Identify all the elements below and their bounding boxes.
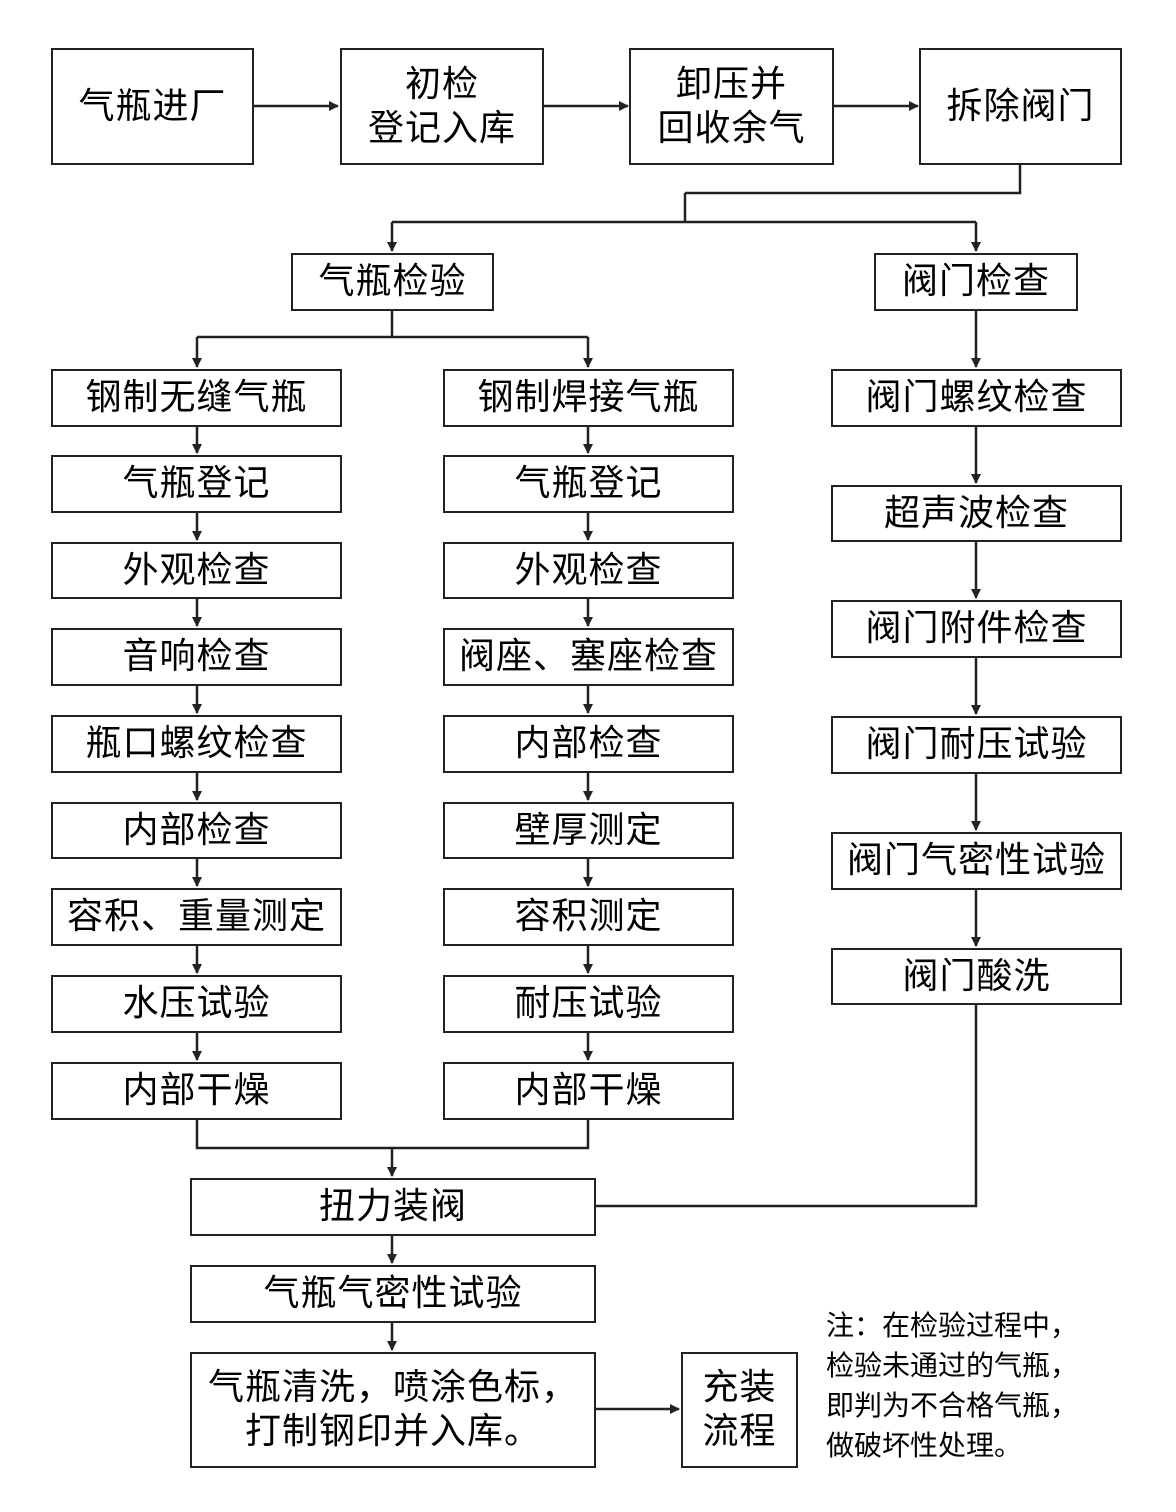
seamless-step: 钢制无缝气瓶: [51, 369, 342, 427]
seamless-step: 外观检查: [51, 542, 342, 599]
welded-step: 阀座、塞座检查: [443, 628, 734, 686]
box-cylinder-enter: 气瓶进厂: [51, 48, 254, 165]
valve-step: 超声波检查: [831, 485, 1122, 542]
box-torque-valve: 扭力装阀: [190, 1178, 596, 1236]
seamless-step: 瓶口螺纹检查: [51, 715, 342, 773]
label: 音响检查: [122, 636, 271, 677]
label-line-1: 充装: [702, 1367, 777, 1408]
box-airtight-test: 气瓶气密性试验: [190, 1265, 596, 1323]
label: 容积、重量测定: [66, 896, 326, 937]
valve-step: 阀门酸洗: [831, 948, 1122, 1005]
label: 阀门螺纹检查: [865, 377, 1088, 418]
welded-step: 内部检查: [443, 715, 734, 773]
welded-step: 钢制焊接气瓶: [443, 369, 734, 427]
note-line: 即判为不合格气瓶，: [826, 1389, 1079, 1422]
label: 容积测定: [514, 896, 663, 937]
connector-merge-columns: [195, 1119, 590, 1150]
label-line-2: 打制钢印并入库。: [244, 1411, 541, 1452]
valve-step: 阀门螺纹检查: [831, 369, 1122, 427]
label-line-1: 卸压并: [675, 63, 787, 105]
label-line-1: 气瓶清洗，喷涂色标，: [207, 1367, 578, 1408]
box-cylinder-inspection: 气瓶检验: [291, 253, 494, 311]
label: 钢制无缝气瓶: [85, 377, 308, 418]
label: 扭力装阀: [318, 1186, 467, 1227]
label: 壁厚测定: [514, 809, 663, 851]
box-filling-process: 充装 流程: [681, 1352, 798, 1468]
seamless-step: 水压试验: [51, 975, 342, 1033]
label: 阀门检查: [901, 261, 1050, 302]
label-line-2: 流程: [702, 1411, 777, 1452]
box-depressurize: 卸压并 回收余气: [629, 48, 834, 165]
welded-step: 耐压试验: [443, 975, 734, 1033]
label: 耐压试验: [514, 983, 663, 1024]
seamless-step: 音响检查: [51, 628, 342, 686]
valve-step: 阀门附件检查: [831, 600, 1122, 658]
welded-step: 外观检查: [443, 542, 734, 599]
note-line: 做破坏性处理。: [826, 1429, 1023, 1462]
connector-remove-split: [685, 165, 1022, 195]
valve-step: 阀门耐压试验: [831, 716, 1122, 774]
label: 水压试验: [122, 983, 271, 1024]
valve-step: 阀门气密性试验: [831, 832, 1122, 890]
label: 钢制焊接气瓶: [477, 377, 700, 418]
connector-valve-to-torque: [596, 1004, 978, 1208]
welded-step: 内部干燥: [443, 1062, 734, 1120]
label: 外观检查: [514, 549, 663, 591]
label: 内部干燥: [122, 1070, 271, 1111]
label: 瓶口螺纹检查: [85, 723, 308, 764]
label: 内部干燥: [514, 1070, 663, 1111]
seamless-step: 内部检查: [51, 802, 342, 859]
box-clean-mark-store: 气瓶清洗，喷涂色标， 打制钢印并入库。: [190, 1352, 596, 1468]
note-text: 注：在检验过程中， 检验未通过的气瓶， 即判为不合格气瓶， 做破坏性处理。: [826, 1306, 1078, 1466]
note-line: 检验未通过的气瓶，: [826, 1349, 1079, 1382]
label: 拆除阀门: [946, 85, 1095, 127]
box-valve-inspection: 阀门检查: [874, 253, 1078, 311]
label: 气瓶登记: [122, 463, 271, 504]
label: 阀门酸洗: [902, 955, 1051, 997]
label: 气瓶气密性试验: [263, 1273, 523, 1314]
label-line-2: 登记入库: [367, 107, 516, 149]
label: 内部检查: [122, 809, 271, 851]
label: 气瓶登记: [514, 463, 663, 504]
label: 阀门附件检查: [865, 608, 1088, 649]
label-line-2: 回收余气: [657, 107, 806, 149]
label: 阀座、塞座检查: [458, 636, 718, 677]
label-line-1: 初检: [404, 63, 479, 105]
seamless-step: 内部干燥: [51, 1062, 342, 1120]
seamless-step: 气瓶登记: [51, 455, 342, 513]
note-line: 注：在检验过程中，: [826, 1309, 1079, 1342]
box-remove-valve: 拆除阀门: [919, 48, 1122, 165]
label: 气瓶检验: [318, 261, 467, 302]
box-initial-check: 初检 登记入库: [340, 48, 544, 165]
welded-step: 壁厚测定: [443, 802, 734, 859]
label: 超声波检查: [883, 492, 1069, 534]
welded-step: 容积测定: [443, 888, 734, 946]
welded-step: 气瓶登记: [443, 455, 734, 513]
label: 阀门耐压试验: [865, 724, 1088, 765]
seamless-step: 容积、重量测定: [51, 888, 342, 946]
label: 内部检查: [514, 723, 663, 764]
label: 阀门气密性试验: [846, 840, 1106, 881]
label: 外观检查: [122, 549, 271, 591]
label: 气瓶进厂: [78, 85, 227, 127]
